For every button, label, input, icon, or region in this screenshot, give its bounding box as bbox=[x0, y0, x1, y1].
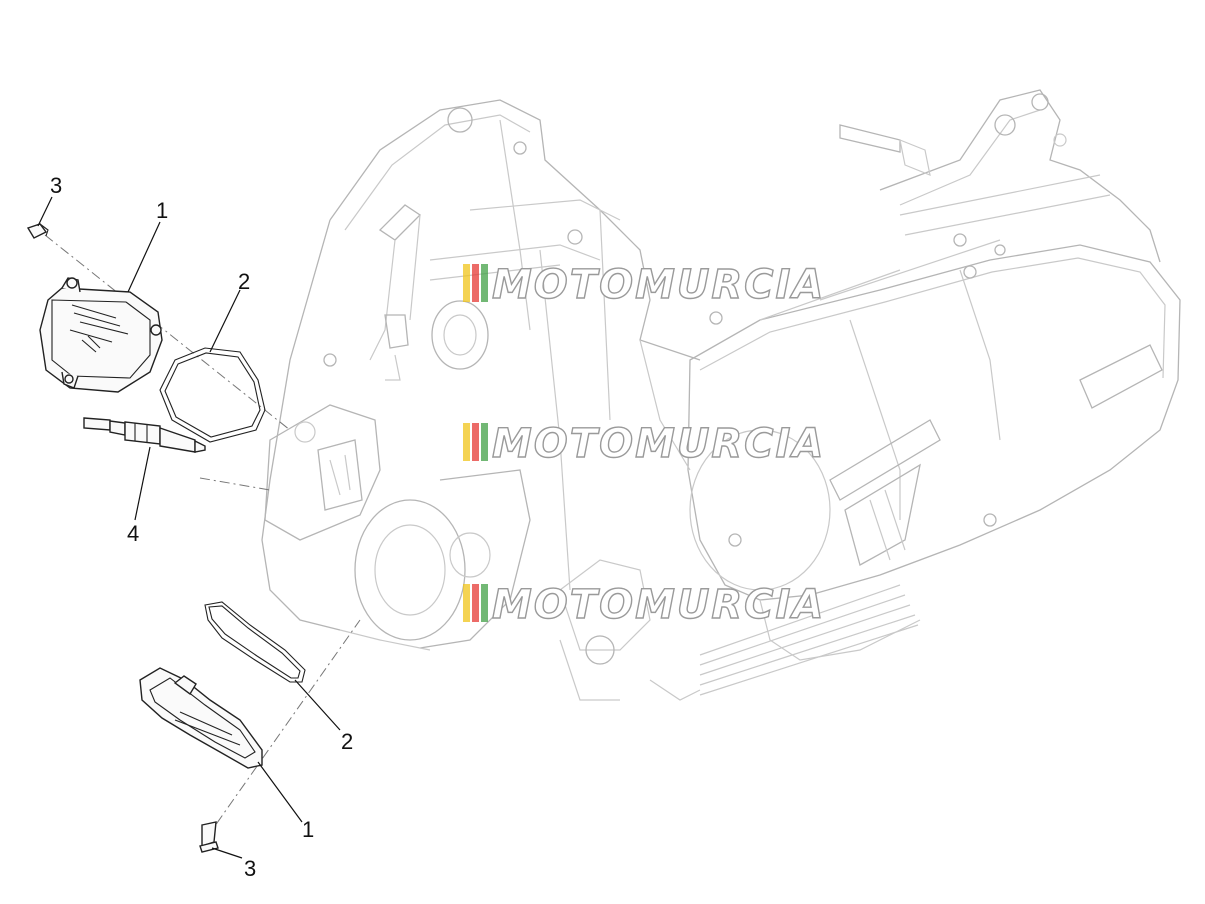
callout-labels: 3 1 2 4 2 1 3 bbox=[50, 173, 353, 881]
watermark-stripe-yellow bbox=[463, 584, 470, 622]
watermark-logo-text: MOTOMURCIA bbox=[492, 421, 825, 467]
watermark-stripe-red bbox=[472, 584, 479, 622]
watermark-3: MOTOMURCIA bbox=[463, 581, 825, 629]
bolt-top bbox=[26, 223, 49, 239]
watermark-stripe-red bbox=[472, 264, 479, 302]
gasket-top bbox=[159, 347, 266, 443]
callout-2-bottom: 2 bbox=[341, 729, 353, 754]
axis-bottom-cover bbox=[204, 619, 361, 841]
watermark-1: MOTOMURCIA bbox=[463, 261, 825, 309]
gasket-bottom bbox=[204, 601, 306, 683]
engine-assembly-ghost bbox=[261, 89, 1181, 701]
watermark-stripe-green bbox=[481, 423, 488, 461]
callout-3-bottom: 3 bbox=[244, 856, 256, 881]
axis-top-cover bbox=[44, 234, 291, 431]
callout-1-top: 1 bbox=[156, 198, 168, 223]
watermark-stripe-red bbox=[472, 423, 479, 461]
callout-1-bottom: 1 bbox=[302, 817, 314, 842]
axis-spark-plug bbox=[199, 477, 271, 491]
watermark-stripe-yellow bbox=[463, 264, 470, 302]
watermark-logo-text: MOTOMURCIA bbox=[492, 262, 825, 308]
valve-cover-top bbox=[39, 277, 163, 393]
callout-3-top: 3 bbox=[50, 173, 62, 198]
watermark-2: MOTOMURCIA bbox=[463, 420, 825, 468]
cover-bottom bbox=[139, 667, 263, 769]
watermark-logo-text: MOTOMURCIA bbox=[492, 582, 825, 628]
assembly-axes bbox=[44, 234, 361, 841]
watermark-stripe-green bbox=[481, 264, 488, 302]
watermark-stripe-green bbox=[481, 584, 488, 622]
leader-lines bbox=[37, 196, 341, 859]
callout-2-top: 2 bbox=[238, 269, 250, 294]
callout-4: 4 bbox=[127, 521, 139, 546]
spark-plug bbox=[83, 417, 206, 453]
watermark-stripe-yellow bbox=[463, 423, 470, 461]
bolt-bottom bbox=[199, 821, 219, 853]
